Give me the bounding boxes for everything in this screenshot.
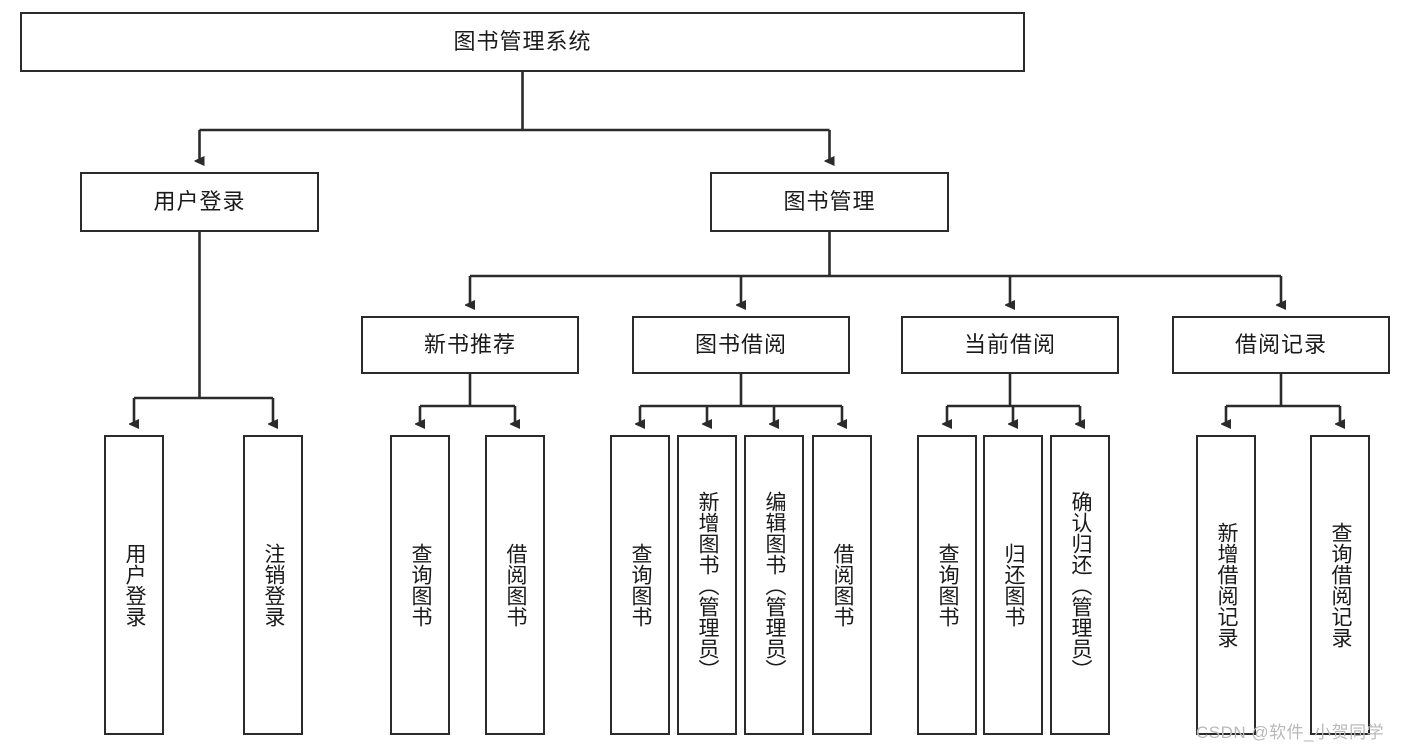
node-leaf-cb-confirm[interactable]: 确认归还（管理员） [1050,435,1110,735]
node-leaf-bb-edit[interactable]: 编辑图书（管理员） [744,435,804,735]
node-leaf-bb-edit-label: 编辑图书（管理员） [763,490,787,680]
node-current-borrow[interactable]: 当前借阅 [901,316,1119,374]
watermark: CSDN @软件_小贺同学 [1196,723,1385,742]
node-leaf-user-login[interactable]: 用户登录 [104,435,164,735]
node-leaf-user-logout-label: 注销登录 [262,543,286,627]
node-leaf-nbr-query[interactable]: 查询图书 [390,435,450,735]
node-leaf-br-add[interactable]: 新增借阅记录 [1196,435,1256,735]
node-leaf-cb-query-label: 查询图书 [936,543,960,627]
node-leaf-nbr-query-label: 查询图书 [409,543,433,627]
node-current-borrow-label: 当前借阅 [963,332,1056,358]
node-root-label: 图书管理系统 [453,29,592,55]
node-book-borrow-label: 图书借阅 [694,332,787,358]
node-leaf-bb-borrow[interactable]: 借阅图书 [812,435,872,735]
node-leaf-cb-return-label: 归还图书 [1002,543,1026,627]
node-leaf-br-add-label: 新增借阅记录 [1215,522,1239,648]
node-leaf-bb-query[interactable]: 查询图书 [610,435,670,735]
node-borrow-record-label: 借阅记录 [1234,332,1327,358]
node-borrow-record[interactable]: 借阅记录 [1172,316,1390,374]
node-book-borrow[interactable]: 图书借阅 [632,316,850,374]
node-user-login[interactable]: 用户登录 [80,172,319,232]
node-leaf-nbr-borrow-label: 借阅图书 [504,543,528,627]
node-book-manage-label: 图书管理 [783,189,876,215]
node-new-book-recommend-label: 新书推荐 [423,332,516,358]
node-leaf-cb-confirm-label: 确认归还（管理员） [1069,490,1093,680]
node-leaf-user-login-label: 用户登录 [123,543,147,627]
node-leaf-bb-add[interactable]: 新增图书（管理员） [677,435,737,735]
node-leaf-cb-return[interactable]: 归还图书 [983,435,1043,735]
node-leaf-cb-query[interactable]: 查询图书 [917,435,977,735]
node-leaf-br-query[interactable]: 查询借阅记录 [1310,435,1370,735]
node-leaf-bb-add-label: 新增图书（管理员） [696,490,720,680]
node-leaf-bb-borrow-label: 借阅图书 [831,543,855,627]
node-root[interactable]: 图书管理系统 [20,12,1025,72]
node-new-book-recommend[interactable]: 新书推荐 [361,316,579,374]
node-leaf-br-query-label: 查询借阅记录 [1329,522,1353,648]
node-book-manage[interactable]: 图书管理 [710,172,949,232]
node-user-login-label: 用户登录 [153,189,246,215]
node-leaf-user-logout[interactable]: 注销登录 [243,435,303,735]
node-leaf-bb-query-label: 查询图书 [629,543,653,627]
node-leaf-nbr-borrow[interactable]: 借阅图书 [485,435,545,735]
